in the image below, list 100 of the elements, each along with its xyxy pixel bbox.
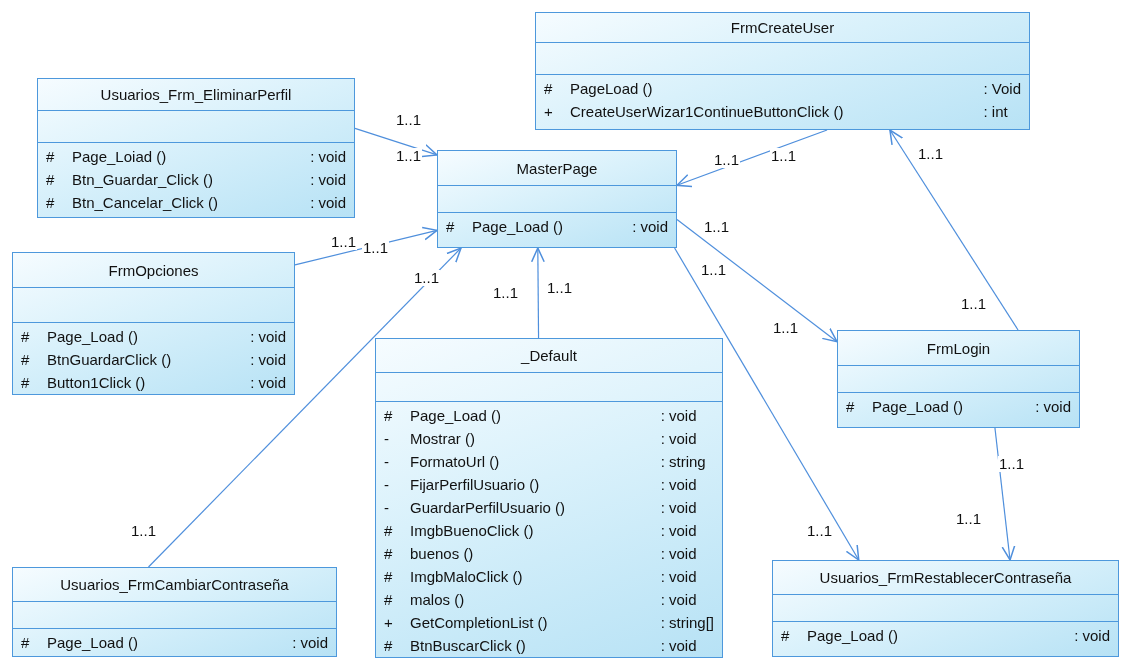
multiplicity-label: 1..1 xyxy=(362,240,390,256)
class-name: Usuarios_FrmRestablecerContraseña xyxy=(819,569,1072,586)
return-type: : string[] xyxy=(660,613,714,633)
method-name: GuardarPerfilUsuario () xyxy=(410,498,567,518)
method-name: BtnGuardarClick () xyxy=(47,350,173,370)
method-name: GetCompletionList () xyxy=(410,613,549,633)
method-name: Page_Load () xyxy=(807,626,899,646)
method-name: ImgbBuenoClick () xyxy=(410,521,535,541)
class-box xyxy=(12,567,337,657)
association-arrow xyxy=(676,129,828,188)
return-type: : void xyxy=(660,406,698,426)
class-name: Usuarios_Frm_EliminarPerfil xyxy=(100,86,292,103)
return-type: : void xyxy=(660,475,698,495)
method-name: Btn_Guardar_Click () xyxy=(72,170,214,190)
multiplicity-label: 1..1 xyxy=(955,511,983,527)
class-box xyxy=(12,252,295,395)
method-name: ImgbMaloClick () xyxy=(410,567,524,587)
visibility-marker: # xyxy=(384,567,394,587)
multiplicity-label: 1..1 xyxy=(546,280,574,296)
method-name: Page_Load () xyxy=(47,327,139,347)
visibility-marker: # xyxy=(384,544,394,564)
multiplicity-label: 1..1 xyxy=(700,262,728,278)
visibility-marker: + xyxy=(544,102,554,122)
return-type: : void xyxy=(310,193,346,213)
method-name: Button1Click () xyxy=(47,373,147,393)
visibility-marker: # xyxy=(446,217,456,237)
method-name: FormatoUrl () xyxy=(410,452,501,472)
class-box xyxy=(37,78,355,218)
association-arrow xyxy=(676,219,838,343)
multiplicity-label: 1..1 xyxy=(130,523,158,539)
visibility-marker: + xyxy=(384,613,394,633)
association-arrow xyxy=(354,127,438,158)
association-arrow xyxy=(530,247,545,339)
return-type: : void xyxy=(632,217,668,237)
visibility-marker: # xyxy=(21,373,31,393)
method-name: BtnBuscarClick () xyxy=(410,636,527,656)
multiplicity-label: 1..1 xyxy=(395,148,423,164)
class-name: FrmCreateUser xyxy=(730,19,835,36)
method-name: malos () xyxy=(410,590,466,610)
method-name: Mostrar () xyxy=(410,429,476,449)
association-arrow xyxy=(147,247,462,568)
multiplicity-label: 1..1 xyxy=(492,285,520,301)
association-arrow xyxy=(889,129,1019,331)
multiplicity-label: 1..1 xyxy=(770,148,798,164)
class-box xyxy=(837,330,1080,428)
multiplicity-label: 1..1 xyxy=(917,146,945,162)
visibility-marker: # xyxy=(46,170,56,190)
return-type: : void xyxy=(1035,397,1071,417)
method-name: FijarPerfilUsuario () xyxy=(410,475,541,495)
method-name: CreateUserWizar1ContinueButtonClick () xyxy=(570,102,845,122)
visibility-marker: # xyxy=(21,633,31,653)
return-type: : void xyxy=(660,498,698,518)
class-name: _Default xyxy=(521,346,577,364)
class-box xyxy=(437,150,677,248)
method-name: Page_Loiad () xyxy=(72,147,168,167)
visibility-marker: # xyxy=(46,193,56,213)
return-type: : Void xyxy=(983,79,1021,99)
method-name: Page_Load () xyxy=(872,397,964,417)
method-name: PageLoad () xyxy=(570,79,654,99)
association-arrow xyxy=(674,247,860,561)
return-type: : void xyxy=(660,429,698,449)
multiplicity-label: 1..1 xyxy=(413,270,441,286)
multiplicity-label: 1..1 xyxy=(806,523,834,539)
method-name: Page_Load () xyxy=(472,217,564,237)
visibility-marker: - xyxy=(384,429,390,449)
class-name: FrmLogin xyxy=(926,339,991,357)
multiplicity-label: 1..1 xyxy=(703,219,731,235)
multiplicity-label: 1..1 xyxy=(960,296,988,312)
class-name: FrmOpciones xyxy=(108,261,199,279)
class-name: MasterPage xyxy=(516,159,598,177)
class-box xyxy=(772,560,1119,657)
multiplicity-label: 1..1 xyxy=(998,456,1026,472)
visibility-marker: # xyxy=(384,590,394,610)
return-type: : void xyxy=(292,633,328,653)
visibility-marker: # xyxy=(21,350,31,370)
return-type: : string xyxy=(660,452,707,472)
return-type: : void xyxy=(660,567,698,587)
visibility-marker: # xyxy=(384,636,394,656)
return-type: : void xyxy=(660,544,698,564)
visibility-marker: - xyxy=(384,452,390,472)
return-type: : void xyxy=(250,373,286,393)
visibility-marker: # xyxy=(846,397,856,417)
method-name: buenos () xyxy=(410,544,475,564)
return-type: : void xyxy=(1074,626,1110,646)
multiplicity-label: 1..1 xyxy=(395,112,423,128)
method-name: Page_Load () xyxy=(410,406,502,426)
return-type: : void xyxy=(660,636,698,656)
class-box xyxy=(375,338,723,658)
method-name: Page_Load () xyxy=(47,633,139,653)
return-type: : void xyxy=(660,590,698,610)
multiplicity-label: 1..1 xyxy=(330,234,358,250)
multiplicity-label: 1..1 xyxy=(713,152,741,168)
return-type: : void xyxy=(310,147,346,167)
return-type: : void xyxy=(250,350,286,370)
return-type: : void xyxy=(250,327,286,347)
visibility-marker: # xyxy=(21,327,31,347)
visibility-marker: # xyxy=(544,79,554,99)
visibility-marker: # xyxy=(46,147,56,167)
return-type: : void xyxy=(660,521,698,541)
multiplicity-label: 1..1 xyxy=(772,320,800,336)
